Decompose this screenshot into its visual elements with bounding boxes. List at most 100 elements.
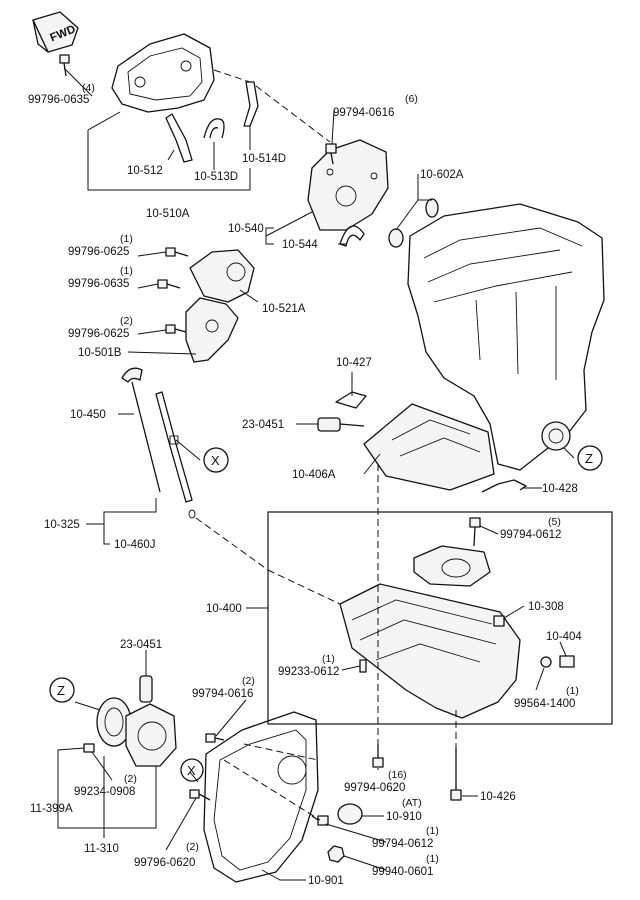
ref-marker-x2: X [180, 758, 204, 782]
part-label-p24: 10-308 [528, 601, 564, 613]
part-label-p16: 10-450 [70, 409, 106, 421]
part-label-p30: 99794-0620 [344, 782, 405, 794]
part-label-p3: 10-512 [127, 165, 163, 177]
part-label-p35: 99794-0612 [372, 838, 433, 850]
part-label-p34: 11-399A [30, 803, 73, 815]
part-label-p36: 11-310 [84, 843, 119, 855]
part-label-p8: 10-540 [228, 223, 264, 235]
tube-dash [195, 517, 269, 571]
gasket-10-428-drawing [481, 479, 527, 493]
part-labels: (4) 99796-0635 (6) 99794-0616 10-512 10-… [28, 82, 582, 887]
upper-cover-dash [213, 69, 251, 83]
part-label-p21: 10-460J [114, 539, 156, 551]
qty-p13: (2) [120, 315, 133, 327]
part-label-p7: 10-602A [420, 169, 464, 181]
part-label-p20: 10-325 [44, 519, 80, 531]
rear-oil-seal-11-399A-drawing [96, 697, 132, 747]
oil-seal-10-602A-drawing [388, 198, 439, 248]
fwd-arrow-icon: FWD [32, 11, 79, 53]
part-label-p32: 10-910 [386, 811, 422, 823]
svg-text:X: X [211, 453, 220, 468]
part-label-p29: 99794-0616 [192, 688, 253, 700]
bolt-99796-0620-drawing [189, 789, 211, 801]
ref-marker-x1: X [203, 447, 229, 473]
rear-strainer-23-0451-drawing [139, 675, 153, 703]
cover-piece-10-512-drawing [165, 113, 193, 163]
oil-strainer-23-0451-drawing [317, 417, 365, 432]
part-label-p39: 10-901 [308, 875, 344, 887]
bolt-99794-0616-drawing [325, 143, 337, 165]
part-label-p2: 99794-0616 [333, 107, 394, 119]
oil-pump-cover-10-501B-drawing [185, 297, 239, 363]
qty-p37: (2) [186, 841, 199, 853]
bolt-99796-0625b-drawing [165, 324, 187, 334]
part-label-p31: 10-426 [480, 791, 516, 803]
qty-p10: (1) [120, 233, 133, 245]
qty-p2: (6) [405, 93, 418, 105]
engine-block-drawing [407, 203, 605, 471]
nut-99940-0601-drawing [327, 845, 345, 863]
qty-p33: (2) [124, 773, 137, 785]
part-label-p22: 99794-0612 [500, 529, 561, 541]
svg-text:Z: Z [585, 451, 593, 466]
part-label-p5: 10-513D [194, 171, 238, 183]
part-label-p14: 10-501B [78, 347, 122, 359]
oil-pan-baffle-drawing [413, 545, 491, 587]
part-label-p23: 10-400 [206, 603, 242, 615]
upper-timing-cover-drawing [111, 33, 215, 113]
part-label-p4: 10-514D [242, 153, 286, 165]
part-label-p13: 99796-0625 [68, 328, 129, 340]
oil-pan-10-400-drawing [339, 583, 521, 719]
bolt-99794-0612b-drawing [311, 815, 329, 826]
part-label-p26: 99233-0612 [278, 666, 339, 678]
part-label-p19: 10-428 [542, 483, 578, 495]
baffle-plate-10-406A-drawing [363, 403, 495, 491]
bolt-99794-0616b-drawing [205, 733, 225, 743]
part-label-p15: 10-427 [336, 357, 372, 369]
bolt-99796-0625-drawing [165, 247, 189, 257]
part-label-p25: 10-404 [546, 631, 582, 643]
part-label-p11: 99796-0635 [68, 278, 129, 290]
qty-p32: (AT) [402, 797, 422, 809]
part-label-p27: 99564-1400 [514, 698, 575, 710]
part-label-p9: 10-544 [282, 239, 318, 251]
dipstick-tube-10-460J-drawing [155, 391, 196, 519]
strip-dash [255, 85, 331, 143]
qty-p38: (1) [426, 853, 439, 865]
qty-p27: (1) [566, 685, 579, 697]
qty-p29: (2) [242, 675, 255, 687]
end-plate-10-901-drawing [203, 711, 319, 883]
qty-p22: (5) [548, 516, 561, 528]
part-label-p37: 99796-0620 [134, 857, 195, 869]
part-label-p33: 99234-0908 [74, 786, 135, 798]
bolt-99796-0635-drawing [59, 54, 70, 77]
bolt-99796-0635b-drawing [157, 279, 181, 289]
pin-99233-0612-drawing [359, 659, 367, 673]
part-label-p6: 10-510A [146, 208, 190, 220]
qty-p26: (1) [322, 653, 335, 665]
stud-bolt-10-426-drawing [450, 748, 462, 801]
part-label-p28: 23-0451 [120, 639, 162, 651]
pan-dash-1 [267, 569, 341, 605]
part-label-p1: 99796-0635 [28, 94, 89, 106]
plug-10-910-drawing [337, 803, 363, 825]
part-label-p18: 10-406A [292, 469, 336, 481]
qty-p11: (1) [120, 265, 133, 277]
seal-10-513D-drawing [203, 118, 225, 139]
ref-marker-z1: Z [577, 445, 603, 471]
bracket-10-427-drawing [335, 391, 367, 409]
qty-p30: (16) [388, 769, 407, 781]
cover-strip-10-514D-drawing [243, 81, 259, 127]
seal-housing-11-310-drawing [125, 703, 177, 767]
plate-dash-1 [243, 743, 319, 761]
oil-pan-group-box [267, 511, 613, 725]
ref-marker-z2: Z [49, 677, 75, 703]
part-label-p12: 10-521A [262, 303, 306, 315]
plug-10-404-drawing [540, 655, 575, 668]
qty-p35: (1) [426, 825, 439, 837]
dipstick-10-450-drawing [121, 367, 161, 493]
gasket-10-544-drawing [339, 225, 365, 247]
middle-timing-cover-drawing [307, 139, 389, 231]
lower-timing-cover-drawing [189, 249, 255, 303]
